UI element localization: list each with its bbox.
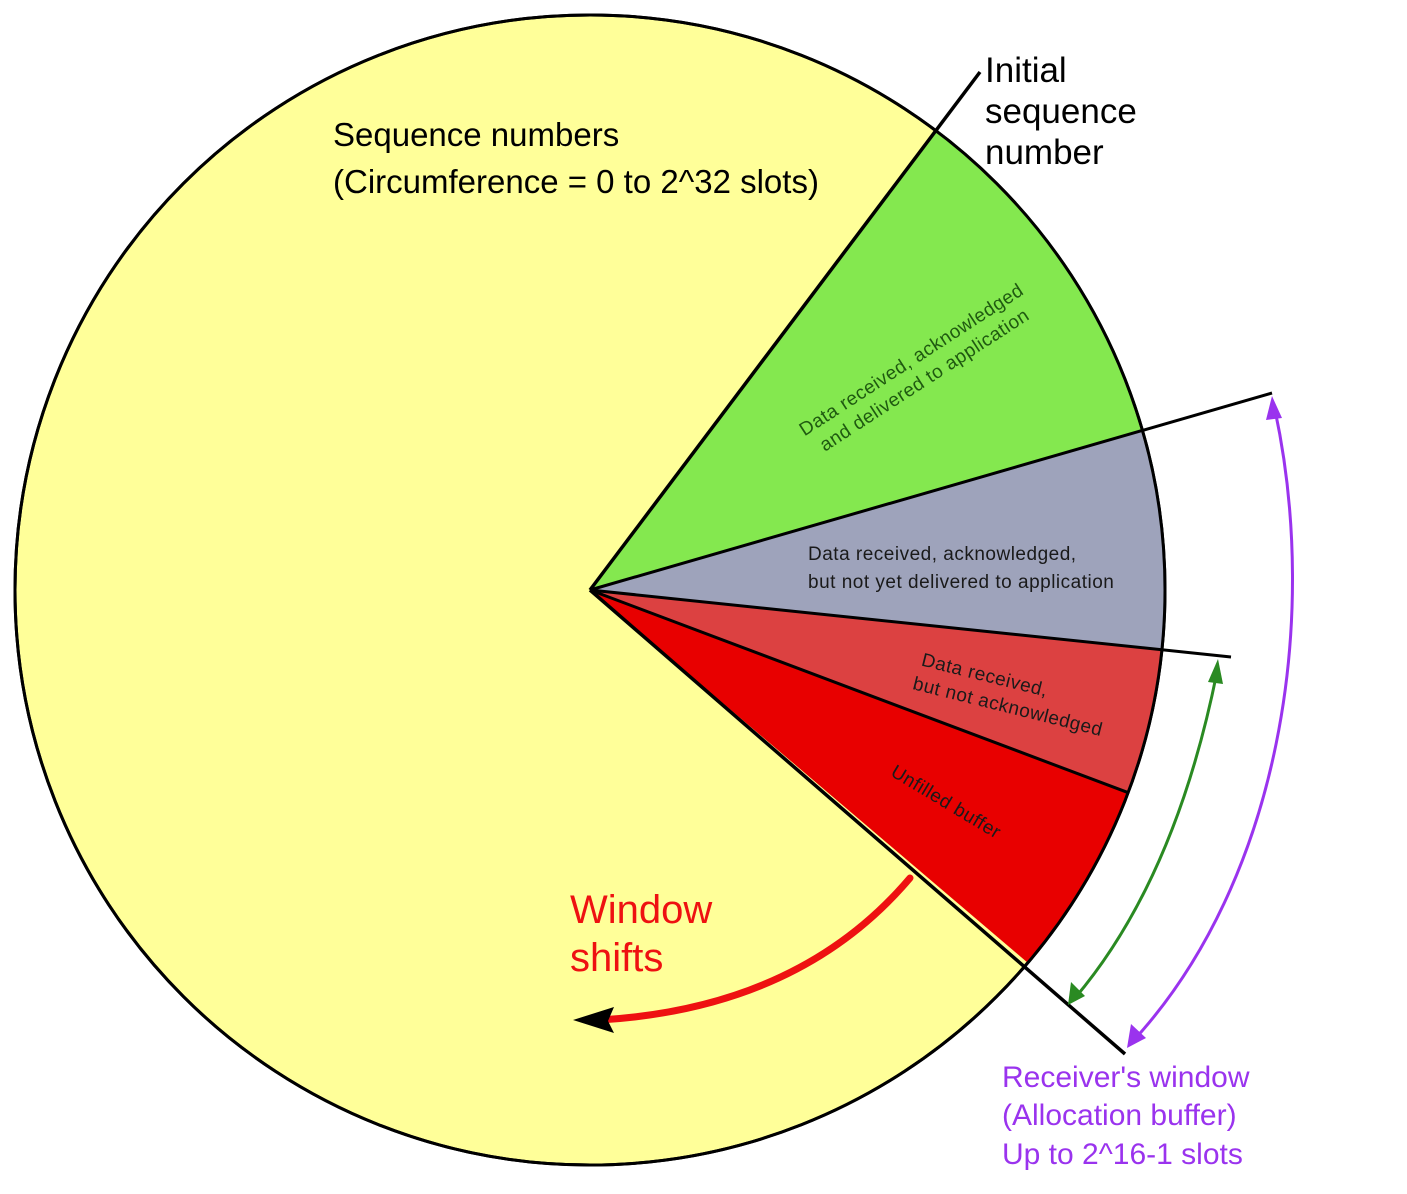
window-shift-arrow (596, 874, 914, 1024)
receiver-window-end-line (588, 588, 1127, 1056)
title-line-1: Sequence numbers (333, 116, 619, 153)
acknowledged-not-delivered-segment (590, 431, 1165, 651)
window-shifts-label-line-1: Window (570, 888, 712, 932)
acknowledged-boundary-line (589, 588, 1232, 659)
ack-not-delivered-label-line-2: but not yet delivered to application (808, 572, 1114, 593)
receiver-window-label-line-3: Up to 2^16-1 slots (1002, 1138, 1243, 1171)
purple-arrow-head-top (1266, 396, 1282, 420)
receiver-window-label-line-1: Receiver's window (1002, 1061, 1250, 1094)
green-window-arrow (1073, 671, 1219, 999)
purple-arrow-head-bottom (1127, 1024, 1146, 1048)
isn-label-line-1: Initial (985, 51, 1067, 90)
circle-outline (13, 13, 1167, 1167)
ack-not-delivered-label-line-1: Data received, acknowledged, (808, 544, 1077, 565)
receiver-window-start-line (589, 391, 1273, 592)
receiver-window-label-line-2: (Allocation buffer) (1002, 1099, 1237, 1132)
window-shift-arrowhead (573, 1007, 614, 1033)
delivered-segment (590, 130, 1142, 590)
isn-label-line-3: number (985, 133, 1104, 172)
isn-label-line-2: sequence (985, 92, 1137, 131)
window-shifts-label-line-2: shifts (570, 936, 663, 980)
green-arrow-head-bottom (1068, 982, 1085, 1005)
title-line-2: (Circumference = 0 to 2^32 slots) (333, 163, 819, 200)
green-arrow-head-top (1208, 659, 1223, 684)
not-acknowledged-segment (590, 590, 1163, 793)
purple-window-arrow (1132, 409, 1294, 1042)
initial-sequence-number-line (588, 70, 982, 592)
unacknowledged-boundary-line (589, 588, 1129, 795)
unfilled-buffer-segment (590, 590, 1129, 963)
